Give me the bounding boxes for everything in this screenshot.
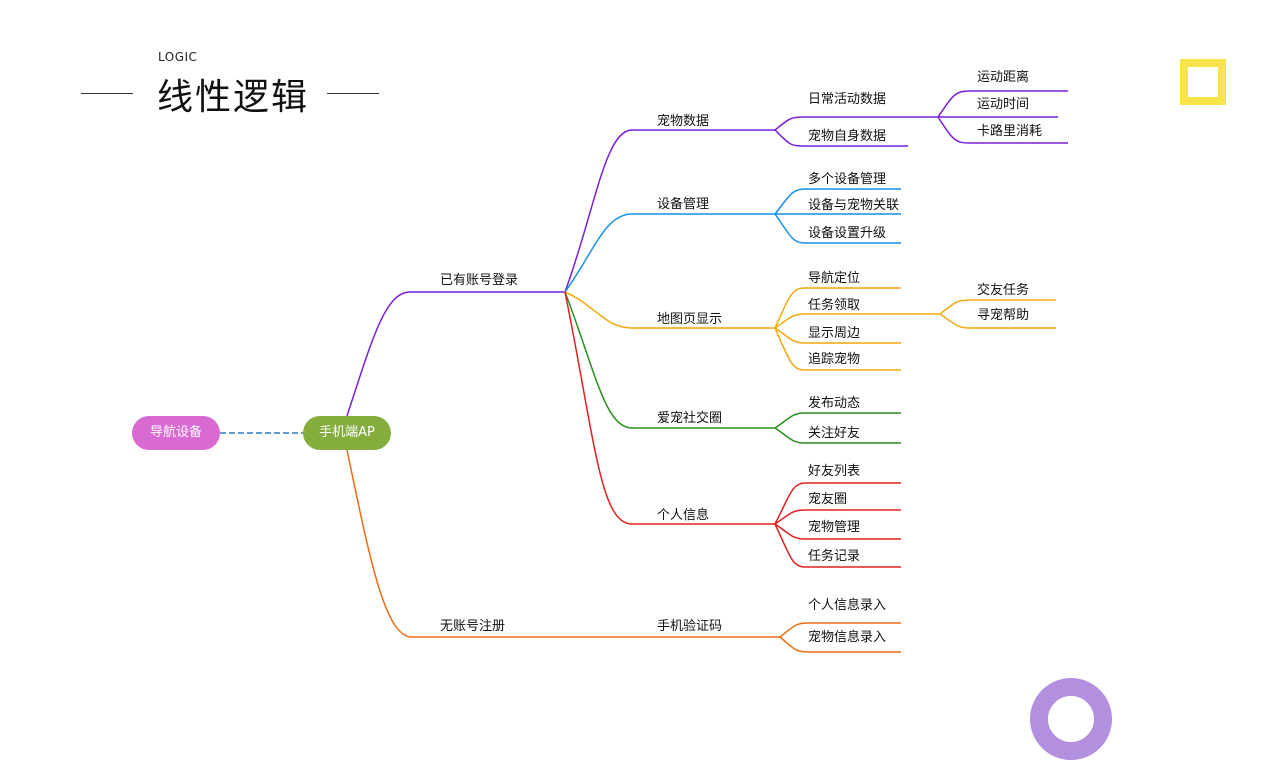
edge-map-page: [564, 291, 775, 329]
node-show-nearby[interactable]: 显示周边: [808, 326, 861, 341]
node-personal-info-entry[interactable]: 个人信息录入: [808, 598, 887, 613]
node-exercise-distance[interactable]: 运动距离: [977, 70, 1030, 85]
edge-calorie: [937, 116, 1068, 144]
edge-no-account: [346, 449, 780, 638]
node-calorie[interactable]: 卡路里消耗: [977, 124, 1043, 139]
node-track-pet[interactable]: 追踪宠物: [808, 352, 861, 367]
edge-pet-mgmt: [774, 523, 901, 540]
edge-personal-entry: [779, 622, 901, 638]
node-task-claim[interactable]: 任务领取: [808, 298, 861, 313]
node-personal-info[interactable]: 个人信息: [657, 508, 710, 523]
edge-multi-device: [774, 188, 901, 215]
page-title: 线性逻辑: [157, 77, 310, 118]
node-exercise-time[interactable]: 运动时间: [977, 97, 1030, 112]
edge-device-upgrade: [774, 213, 901, 244]
node-device-pet-link[interactable]: 设备与宠物关联: [808, 198, 900, 213]
node-pet-data[interactable]: 宠物数据: [657, 114, 710, 129]
node-logged-in[interactable]: 已有账号登录: [440, 273, 519, 288]
node-no-account[interactable]: 无账号注册: [440, 619, 506, 634]
edge-friend-task: [939, 299, 1056, 315]
header-subtitle: LOGIC: [158, 50, 198, 64]
edge-pet-circle: [774, 509, 901, 525]
edge-device-mgmt: [564, 213, 775, 293]
edge-track-pet: [774, 327, 901, 371]
edge-post-update: [774, 412, 901, 429]
edge-nav-locate: [774, 287, 901, 329]
node-multi-device[interactable]: 多个设备管理: [808, 172, 887, 187]
edge-task-record: [774, 523, 901, 568]
edge-pet-data: [564, 129, 775, 293]
node-pet-mgmt[interactable]: 宠物管理: [808, 520, 861, 535]
mindmap-connectors: [220, 90, 1068, 653]
edge-pet-social: [564, 291, 775, 429]
node-pet-social[interactable]: 爱宠社交圈: [657, 411, 723, 426]
node-sms-code[interactable]: 手机验证码: [657, 619, 723, 634]
title-rule-left: [81, 93, 133, 94]
node-task-record[interactable]: 任务记录: [808, 549, 861, 564]
edge-daily-activity: [774, 116, 938, 131]
node-pet-info-entry[interactable]: 宠物信息录入: [808, 630, 887, 645]
node-map-page[interactable]: 地图页显示: [657, 312, 723, 327]
node-nav-locate[interactable]: 导航定位: [808, 271, 861, 286]
edge-show-nearby: [774, 327, 901, 344]
node-find-pet-help[interactable]: 寻宠帮助: [977, 308, 1030, 323]
edge-friend-list: [774, 482, 901, 525]
edge-pet-body: [774, 129, 908, 147]
node-pet-circle[interactable]: 宠友圈: [808, 492, 848, 507]
node-follow-friend[interactable]: 关注好友: [808, 426, 861, 441]
decorative-square: [1180, 59, 1226, 105]
node-post-update[interactable]: 发布动态: [808, 396, 861, 411]
node-friend-list[interactable]: 好友列表: [808, 464, 861, 479]
node-pet-body-data[interactable]: 宠物自身数据: [808, 129, 887, 144]
edge-distance: [937, 90, 1068, 118]
node-phone-app[interactable]: 手机端AP: [303, 416, 391, 450]
edge-find-pet: [939, 313, 1056, 329]
node-friend-task[interactable]: 交友任务: [977, 283, 1030, 298]
edge-task-claim: [774, 313, 940, 329]
edge-logged-in: [346, 291, 565, 417]
node-daily-activity[interactable]: 日常活动数据: [808, 92, 887, 107]
edge-personal-info: [564, 291, 775, 525]
edge-pet-entry: [779, 636, 901, 653]
title-rule-right: [327, 93, 379, 94]
node-device-mgmt[interactable]: 设备管理: [657, 197, 710, 212]
edge-follow-friend: [774, 427, 901, 444]
node-device-upgrade[interactable]: 设备设置升级: [808, 226, 887, 241]
node-nav-device[interactable]: 导航设备: [132, 416, 220, 450]
